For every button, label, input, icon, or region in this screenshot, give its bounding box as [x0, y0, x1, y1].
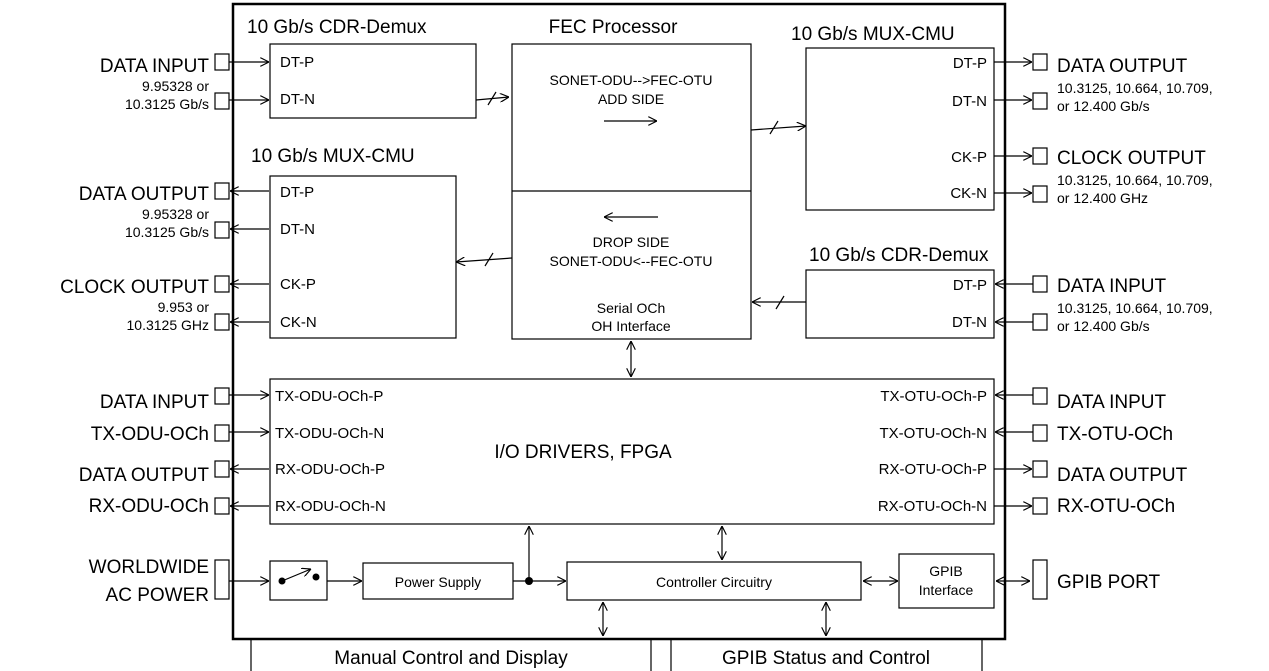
left-ac-power-line2: AC POWER — [106, 585, 209, 606]
gpib-interface-box — [898, 553, 995, 609]
fec-add-line1: SONET-ODU-->FEC-OTU — [550, 72, 713, 88]
io-right-pin-3: RX-OTU-OCh-P — [879, 461, 987, 478]
power-supply-label: Power Supply — [395, 574, 481, 590]
right-data-output-2-line2: RX-OTU-OCh — [1057, 496, 1175, 517]
mux-cmu-right-pin-ckp: CK-P — [951, 149, 987, 166]
io-left-pin-1: TX-ODU-OCh-P — [275, 388, 383, 405]
left-data-output-2-line1: DATA OUTPUT — [79, 465, 210, 486]
io-drivers-title: I/O DRIVERS, FPGA — [494, 442, 672, 463]
left-data-input-1-rate1: 9.95328 or — [142, 78, 209, 94]
mux-cmu-left-title: 10 Gb/s MUX-CMU — [251, 146, 415, 167]
left-clock-output-1-rate1: 9.953 or — [158, 299, 210, 315]
controller-box — [566, 561, 862, 601]
io-right-pin-1: TX-OTU-OCh-P — [880, 388, 987, 405]
right-data-output-2-line1: DATA OUTPUT — [1057, 465, 1188, 486]
cdr-demux-right-box — [805, 269, 995, 339]
cdr-demux-top-title: 10 Gb/s CDR-Demux — [247, 17, 427, 38]
fec-add-line2: ADD SIDE — [598, 91, 664, 107]
fec-drop-line1: DROP SIDE — [593, 234, 670, 250]
left-data-input-1-label: DATA INPUT — [100, 56, 209, 77]
mux-cmu-right-pin-dtn: DT-N — [952, 93, 987, 110]
manual-control-label: Manual Control and Display — [334, 648, 568, 669]
fec-oh-line1: Serial OCh — [597, 300, 665, 316]
right-clock-output-1-rate2: or 12.400 GHz — [1057, 190, 1148, 206]
io-drivers-box — [269, 378, 995, 525]
right-data-output-1-label: DATA OUTPUT — [1057, 56, 1188, 77]
cdr-demux-top-pin-dtn: DT-N — [280, 91, 315, 108]
mux-cmu-left-pin-dtp: DT-P — [280, 184, 314, 201]
left-data-output-2-line2: RX-ODU-OCh — [89, 496, 209, 517]
gpib-interface-line1: GPIB — [929, 563, 962, 579]
left-clock-output-1-label: CLOCK OUTPUT — [60, 277, 209, 298]
right-data-input-1-rate2: or 12.400 Gb/s — [1057, 318, 1150, 334]
right-data-output-1-rate2: or 12.400 Gb/s — [1057, 98, 1150, 114]
fec-title: FEC Processor — [549, 17, 678, 38]
right-clock-output-1-rate1: 10.3125, 10.664, 10.709, — [1057, 172, 1213, 188]
mux-cmu-left-pin-ckp: CK-P — [280, 276, 316, 293]
right-data-output-1-rate1: 10.3125, 10.664, 10.709, — [1057, 80, 1213, 96]
controller-label: Controller Circuitry — [656, 574, 772, 590]
cdr-demux-right-pin-dtp: DT-P — [953, 277, 987, 294]
cdr-demux-right-pin-dtn: DT-N — [952, 314, 987, 331]
gpib-interface-line2: Interface — [919, 582, 974, 598]
mux-cmu-right-title: 10 Gb/s MUX-CMU — [791, 24, 955, 45]
right-data-input-1-label: DATA INPUT — [1057, 276, 1166, 297]
left-data-input-2-line2: TX-ODU-OCh — [91, 424, 209, 445]
left-clock-output-1-rate2: 10.3125 GHz — [127, 317, 210, 333]
fec-drop-line2: SONET-ODU<--FEC-OTU — [550, 253, 713, 269]
left-ac-power-line1: WORLDWIDE — [89, 557, 209, 578]
io-left-pin-3: RX-ODU-OCh-P — [275, 461, 385, 478]
fec-oh-line2: OH Interface — [591, 318, 671, 334]
io-left-pin-2: TX-ODU-OCh-N — [275, 425, 384, 442]
right-data-input-2-line1: DATA INPUT — [1057, 392, 1166, 413]
right-clock-output-1-label: CLOCK OUTPUT — [1057, 148, 1206, 169]
left-data-input-2-line1: DATA INPUT — [100, 392, 209, 413]
power-supply-box — [362, 562, 514, 600]
right-data-input-2-line2: TX-OTU-OCh — [1057, 424, 1173, 445]
mux-cmu-left-box — [269, 175, 457, 339]
io-right-pin-2: TX-OTU-OCh-N — [880, 425, 988, 442]
cdr-demux-right-title: 10 Gb/s CDR-Demux — [809, 245, 989, 266]
left-data-output-1-label: DATA OUTPUT — [79, 184, 210, 205]
right-data-input-1-rate1: 10.3125, 10.664, 10.709, — [1057, 300, 1213, 316]
io-left-pin-4: RX-ODU-OCh-N — [275, 498, 386, 515]
left-data-output-1-rate1: 9.95328 or — [142, 206, 209, 222]
cdr-demux-top-box — [269, 43, 477, 119]
mux-cmu-left-pin-ckn: CK-N — [280, 314, 317, 331]
left-data-input-1-rate2: 10.3125 Gb/s — [125, 96, 209, 112]
mux-cmu-right-pin-dtp: DT-P — [953, 55, 987, 72]
gpib-status-label: GPIB Status and Control — [722, 648, 930, 669]
left-data-output-1-rate2: 10.3125 Gb/s — [125, 224, 209, 240]
mux-cmu-right-pin-ckn: CK-N — [950, 185, 987, 202]
cdr-demux-top-pin-dtp: DT-P — [280, 54, 314, 71]
mux-cmu-left-pin-dtn: DT-N — [280, 221, 315, 238]
right-gpib-port-label: GPIB PORT — [1057, 572, 1161, 593]
mux-cmu-right-box — [805, 47, 995, 211]
io-right-pin-4: RX-OTU-OCh-N — [878, 498, 987, 515]
